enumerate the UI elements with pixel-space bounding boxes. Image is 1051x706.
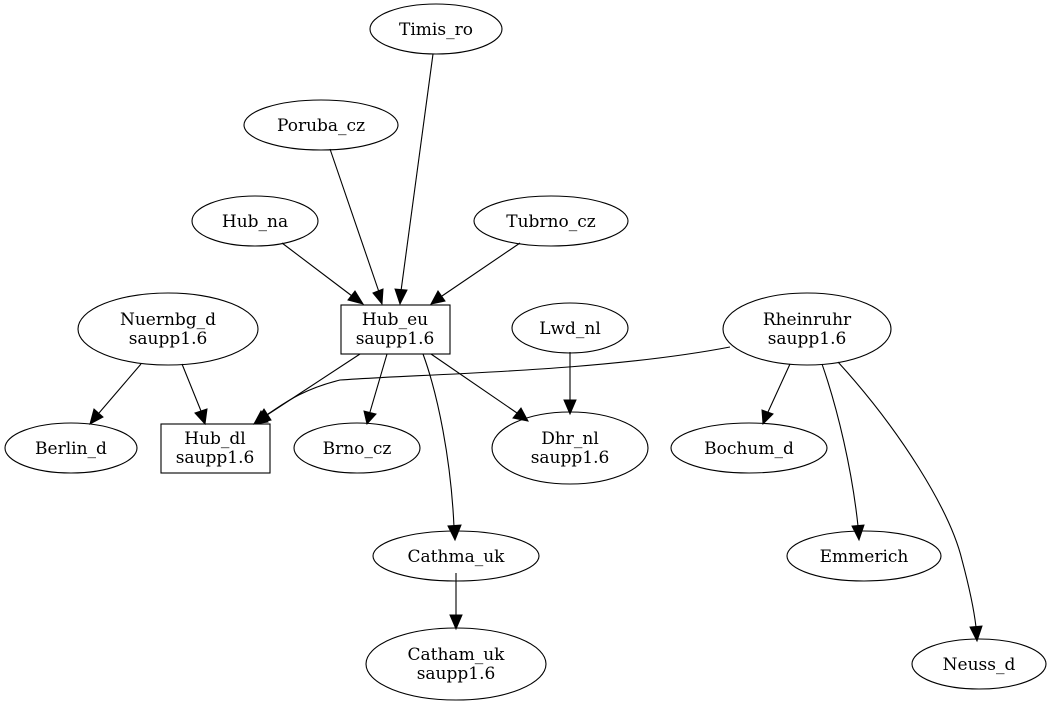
- node-shape: [473, 195, 629, 247]
- node-shape: [293, 422, 421, 474]
- node-label: Catham_uk: [408, 645, 506, 665]
- edge-rheinruhr-to-neuss-d: [837, 361, 983, 643]
- node-berlin-d[interactable]: Berlin_d: [4, 422, 138, 474]
- node-shape: [491, 411, 649, 485]
- node-label: Bochum_d: [704, 439, 794, 459]
- node-shape: [511, 302, 629, 354]
- node-label: Brno_cz: [323, 439, 392, 459]
- node-shape: [243, 99, 399, 151]
- node-shape: [372, 530, 540, 582]
- node-label: Cathma_uk: [408, 547, 506, 567]
- node-shape: [191, 195, 319, 247]
- node-sublabel: saupp1.6: [356, 329, 435, 349]
- node-sublabel: saupp1.6: [129, 329, 208, 349]
- node-shape: [160, 423, 271, 474]
- node-label: Lwd_nl: [539, 319, 601, 339]
- node-label: Hub_eu: [362, 310, 428, 330]
- node-label: Hub_dl: [184, 429, 245, 449]
- node-label: Tubrno_cz: [506, 212, 596, 232]
- node-poruba-cz[interactable]: Poruba_cz: [243, 99, 399, 151]
- edge-hub-eu-to-dhr-nl: [430, 353, 529, 422]
- edge-rheinruhr-to-bochum-d: [761, 363, 791, 426]
- edge-hub-eu-to-brno-cz: [363, 353, 388, 426]
- edge-rheinruhr-to-hub-dl: [252, 346, 731, 425]
- node-shape: [4, 422, 138, 474]
- node-label: Poruba_cz: [277, 116, 365, 136]
- nodes: Timis_ro Poruba_cz Hub_na Tubrno_cz Hub_…: [4, 3, 1047, 701]
- edge-rheinruhr-to-emmerich: [821, 363, 865, 542]
- edge-hub-eu-to-hub-dl: [253, 353, 361, 425]
- node-neuss-d[interactable]: Neuss_d: [911, 638, 1047, 690]
- node-catham-uk[interactable]: Catham_uk saupp1.6: [365, 627, 547, 701]
- node-shape: [365, 627, 547, 701]
- node-hub-eu[interactable]: Hub_eu saupp1.6: [340, 304, 451, 355]
- node-sublabel: saupp1.6: [768, 329, 847, 349]
- node-label: Nuernbg_d: [120, 310, 216, 330]
- node-shape: [77, 292, 259, 366]
- node-emmerich[interactable]: Emmerich: [786, 530, 942, 582]
- node-shape: [340, 304, 451, 355]
- node-label: Emmerich: [820, 547, 909, 567]
- edge-lwd-nl-to-dhr-nl: [563, 352, 577, 416]
- node-bochum-d[interactable]: Bochum_d: [670, 422, 828, 474]
- edge-cathma-uk-to-catham-uk: [449, 573, 463, 631]
- node-hub-na[interactable]: Hub_na: [191, 195, 319, 247]
- edge-nuernbg-d-to-berlin-d: [89, 363, 142, 425]
- node-nuernbg-d[interactable]: Nuernbg_d saupp1.6: [77, 292, 259, 366]
- node-timis-ro[interactable]: Timis_ro: [369, 3, 503, 55]
- node-label: Timis_ro: [399, 20, 473, 40]
- node-shape: [722, 292, 892, 366]
- node-label: Hub_na: [222, 212, 288, 232]
- edges: [89, 53, 983, 643]
- node-sublabel: saupp1.6: [176, 448, 255, 468]
- node-rheinruhr[interactable]: Rheinruhr saupp1.6: [722, 292, 892, 366]
- node-dhr-nl[interactable]: Dhr_nl saupp1.6: [491, 411, 649, 485]
- node-shape: [911, 638, 1047, 690]
- node-shape: [786, 530, 942, 582]
- node-sublabel: saupp1.6: [531, 448, 610, 468]
- edge-hub-na-to-hub-eu: [281, 242, 365, 305]
- node-sublabel: saupp1.6: [417, 664, 496, 684]
- edge-hub-eu-to-cathma-uk: [422, 353, 462, 542]
- edge-timis-ro-to-hub-eu: [394, 53, 434, 306]
- node-label: Berlin_d: [35, 439, 107, 459]
- node-hub-dl[interactable]: Hub_dl saupp1.6: [160, 423, 271, 474]
- node-tubrno-cz[interactable]: Tubrno_cz: [473, 195, 629, 247]
- edge-poruba-cz-to-hub-eu: [329, 148, 384, 306]
- node-brno-cz[interactable]: Brno_cz: [293, 422, 421, 474]
- node-lwd-nl[interactable]: Lwd_nl: [511, 302, 629, 354]
- node-label: Rheinruhr: [763, 310, 852, 330]
- node-shape: [670, 422, 828, 474]
- node-shape: [369, 3, 503, 55]
- node-cathma-uk[interactable]: Cathma_uk: [372, 530, 540, 582]
- node-label: Dhr_nl: [541, 429, 599, 449]
- edge-tubrno-cz-to-hub-eu: [430, 242, 521, 305]
- node-label: Neuss_d: [943, 655, 1016, 675]
- edge-nuernbg-d-to-hub-dl: [181, 363, 208, 426]
